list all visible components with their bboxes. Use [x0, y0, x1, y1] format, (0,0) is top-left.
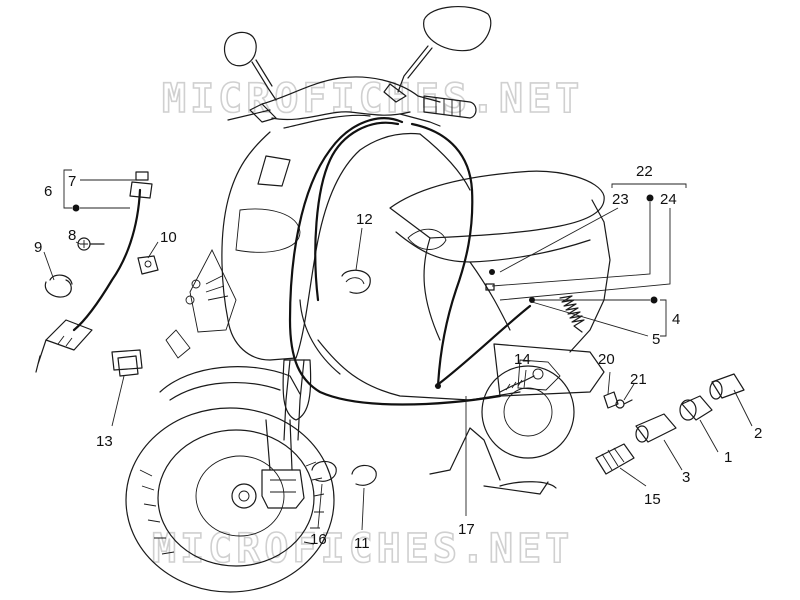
right-mirror	[397, 6, 492, 93]
leader-lines	[43, 179, 753, 531]
callout-numbers: 1 2 3 4 5 6 7 8 9 10 11 12 13 14 15 16 1…	[34, 163, 762, 552]
throttle-cable	[410, 122, 474, 388]
front-brake-cable	[288, 117, 502, 406]
bracket-22	[611, 183, 687, 188]
callout-4: 4	[672, 311, 680, 328]
callout-6: 6	[44, 183, 52, 200]
callout-16: 16	[310, 531, 327, 548]
callout-9: 9	[34, 239, 42, 256]
callout-15: 15	[644, 491, 661, 508]
callout-8: 8	[68, 227, 76, 244]
part-15-boot	[595, 443, 635, 475]
dot-24	[646, 194, 654, 202]
left-mirror	[223, 31, 277, 101]
speedometer-cable-routing	[434, 304, 532, 388]
cables	[288, 117, 544, 406]
bracket-6	[63, 169, 72, 209]
callout-21: 21	[630, 371, 647, 388]
callout-20: 20	[598, 351, 615, 368]
callout-10: 10	[160, 229, 177, 246]
part-3-sleeve	[635, 413, 677, 443]
callout-13: 13	[96, 433, 113, 450]
callout-5: 5	[652, 331, 660, 348]
part-13-clip	[111, 349, 143, 377]
callout-14: 14	[514, 351, 531, 368]
part-10-bracket	[137, 255, 159, 275]
part-12-ring	[341, 269, 371, 294]
callout-11: 11	[354, 535, 370, 552]
dot-6	[72, 204, 80, 212]
part-1-grommet	[679, 395, 713, 421]
bracket-4	[660, 299, 667, 337]
callout-1: 1	[724, 449, 732, 466]
scooter-drawing	[125, 6, 611, 593]
speedometer-cable	[35, 171, 153, 373]
rear-brake-cable	[314, 121, 400, 302]
callout-7: 7	[68, 173, 76, 190]
callout-24: 24	[660, 191, 677, 208]
dot-4	[650, 296, 658, 304]
part-2-cap	[709, 373, 745, 400]
callout-3: 3	[682, 469, 690, 486]
callout-23: 23	[612, 191, 629, 208]
part-8-screw	[77, 237, 105, 251]
part-16-ring	[311, 460, 337, 482]
callout-22: 22	[636, 163, 653, 180]
callout-12: 12	[356, 211, 373, 228]
part-9-clamp	[44, 274, 73, 298]
callout-17: 17	[458, 521, 475, 538]
part-20-clip	[603, 391, 619, 409]
part-11-ring	[351, 464, 377, 486]
part-21-screw	[615, 399, 633, 409]
callout-2: 2	[754, 425, 762, 442]
